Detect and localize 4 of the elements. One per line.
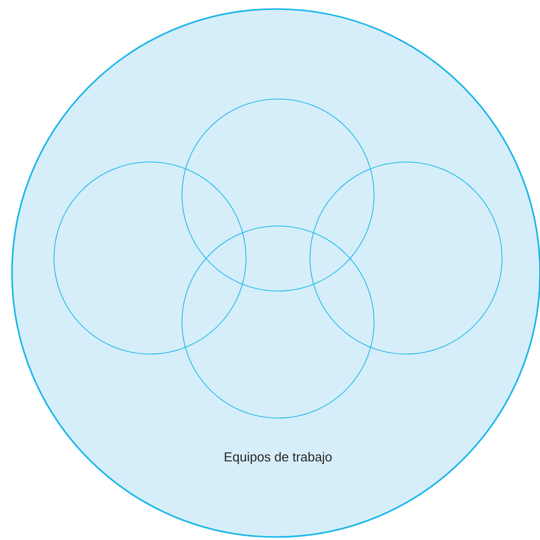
venn-circle [310,162,502,354]
venn-circle [182,226,374,418]
venn-circle [54,162,246,354]
venn-circle [182,98,374,292]
